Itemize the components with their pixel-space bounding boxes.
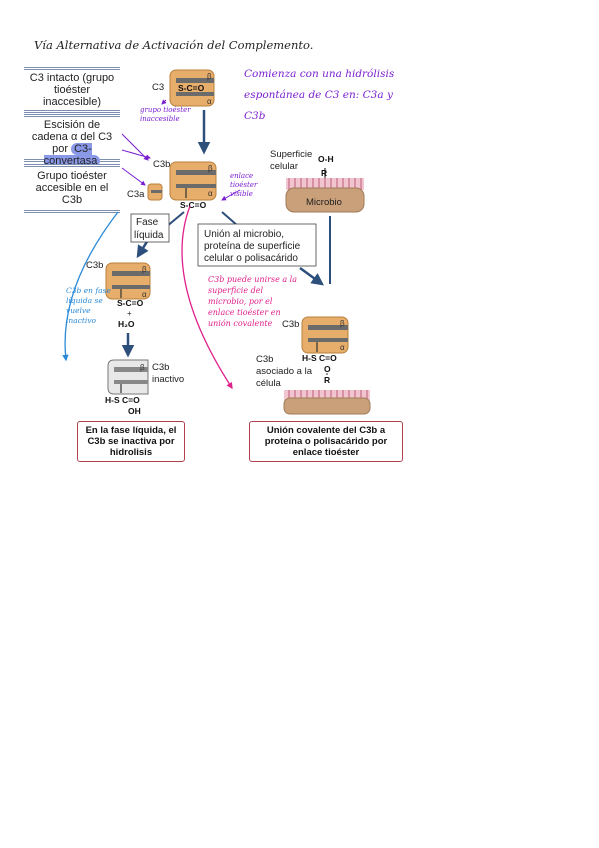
svg-text:H₂O: H₂O [118,319,135,329]
blue-note: C3b en fase líquida se vuelve inactivo [66,286,111,325]
svg-text:R: R [321,168,327,178]
svg-text:célula: célula [256,378,282,389]
svg-text:H-S C=O: H-S C=O [105,395,140,405]
alpha-label: α [207,97,212,106]
step-thioester-accessible: Grupo tioéster accesible en el C3b [24,164,120,213]
svg-text:α: α [142,290,147,299]
fase-liquida-2: líquida [134,230,164,241]
svg-text:β: β [142,265,147,274]
svg-text:α: α [208,189,213,198]
svg-text:C3b: C3b [282,319,299,330]
page-title: Vía Alternativa de Activación del Comple… [34,38,314,52]
microbe-top [285,168,365,213]
c3b-inactive-protein: β [107,359,149,395]
enlace-tioester-note: enlace tioéster visible [230,172,258,198]
c3b-sco-label: S-C=O [180,200,207,210]
svg-text:proteína de superficie: proteína de superficie [204,241,301,252]
step-c3-intact: C3 intacto (grupo tioéster inaccesible) [24,67,120,113]
c3b-fluid-protein: β α [105,262,151,300]
svg-text:Superficie: Superficie [270,149,312,160]
svg-text:O-H: O-H [318,154,334,164]
svg-text:β: β [340,319,345,328]
step-alpha-cleavage-text: Escisión de cadena α del C3 [31,119,113,143]
step-alpha-cleavage: Escisión de cadena α del C3 por C3-conve… [24,114,120,167]
svg-text:C3b: C3b [256,354,273,365]
svg-text:C3b: C3b [86,260,103,271]
svg-text:OH: OH [128,406,141,416]
blue-ink-arrow [62,211,119,362]
result-covalent-binding: Unión covalente del C3b a proteína o pol… [249,421,403,462]
svg-text:Unión al microbio,: Unión al microbio, [204,229,284,240]
beta-label: β [207,72,212,81]
svg-text:H-S C=O: H-S C=O [302,353,337,363]
svg-text:α: α [340,343,345,352]
svg-text:R: R [324,375,330,385]
purple-note-text: Comienza con una hidrólisis espontánea d… [244,68,395,122]
c3-label: C3 [152,82,164,93]
sco-label: S-C=O [178,83,205,93]
purple-note: Comienza con una hidrólisis espontánea d… [244,64,404,127]
svg-text:+: + [127,309,132,318]
svg-text:β: β [208,164,213,173]
svg-text:asociado a la: asociado a la [256,366,313,377]
c3-intact-protein: β α S-C=O [169,69,215,107]
step-thioester-accessible-label: Grupo tioéster accesible en el C3b [35,170,109,206]
svg-text:inactivo: inactivo [152,374,184,385]
fase-liquida-1: Fase [136,217,159,228]
microbio-label: Microbio [306,197,342,208]
microbe-bottom [283,390,371,415]
grupo-tioester-note: grupo tioéster inaccesible [140,106,191,123]
svg-text:celular o polisacárido: celular o polisacárido [204,253,298,264]
svg-text:O: O [324,364,331,374]
pink-note: C3b puede unirse a la superficie del mic… [208,275,297,328]
step-c3-intact-label: C3 intacto (grupo tioéster inaccesible) [29,72,115,108]
c3a-label: C3a [127,189,145,200]
c3b-bound-protein: β α [301,316,349,354]
svg-text:β: β [140,363,145,372]
c3a-fragment [147,183,163,201]
svg-text:C3b: C3b [152,362,169,373]
svg-text:S-C=O: S-C=O [117,298,144,308]
result-fluid-phase: En la fase líquida, el C3b se inactiva p… [77,421,185,462]
pink-ink-arrow [181,205,233,390]
c3b-label: C3b [153,159,170,170]
c3b-protein: β α [169,161,217,201]
step-por-text: por [52,143,69,155]
svg-text:celular: celular [270,161,298,172]
